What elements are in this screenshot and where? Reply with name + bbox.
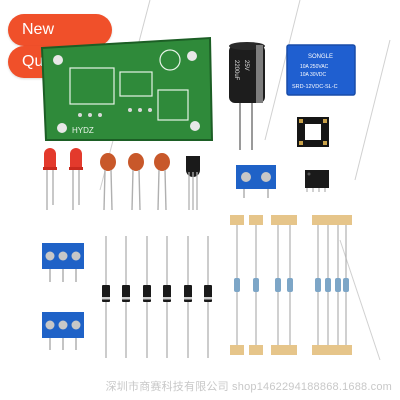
- terminal-block-small: [236, 165, 276, 198]
- ic-chip: [305, 170, 329, 192]
- relay: SONGLE 10A 250VAC 10A 30VDC SRD-12VDC-SL…: [286, 44, 356, 96]
- leds: [43, 148, 83, 210]
- terminal-block-top: [42, 243, 84, 282]
- transistor: [186, 156, 200, 210]
- relay-rating-2: 10A 30VDC: [300, 72, 327, 78]
- diodes: [102, 236, 212, 358]
- ic-socket: [297, 117, 329, 147]
- pcb-board: HYDZ: [40, 36, 214, 141]
- terminal-block-bottom: [42, 312, 84, 350]
- capacitor-value: 2200uF: [233, 60, 239, 81]
- electrolytic-capacitor: 2200uF 25V: [229, 42, 265, 150]
- relay-brand: SONGLE: [308, 54, 333, 60]
- pcb-silk-label: HYDZ: [72, 126, 94, 135]
- relay-rating-1: 10A 250VAC: [300, 64, 329, 70]
- watermark: 深圳市商赛科技有限公司 shop1462294188868.1688.com: [105, 381, 392, 393]
- resistor-tape: [230, 215, 352, 355]
- capacitor-voltage: 25V: [243, 60, 249, 71]
- relay-model: SRD-12VDC-SL-C: [292, 84, 338, 90]
- ceramic-capacitors: [100, 153, 170, 211]
